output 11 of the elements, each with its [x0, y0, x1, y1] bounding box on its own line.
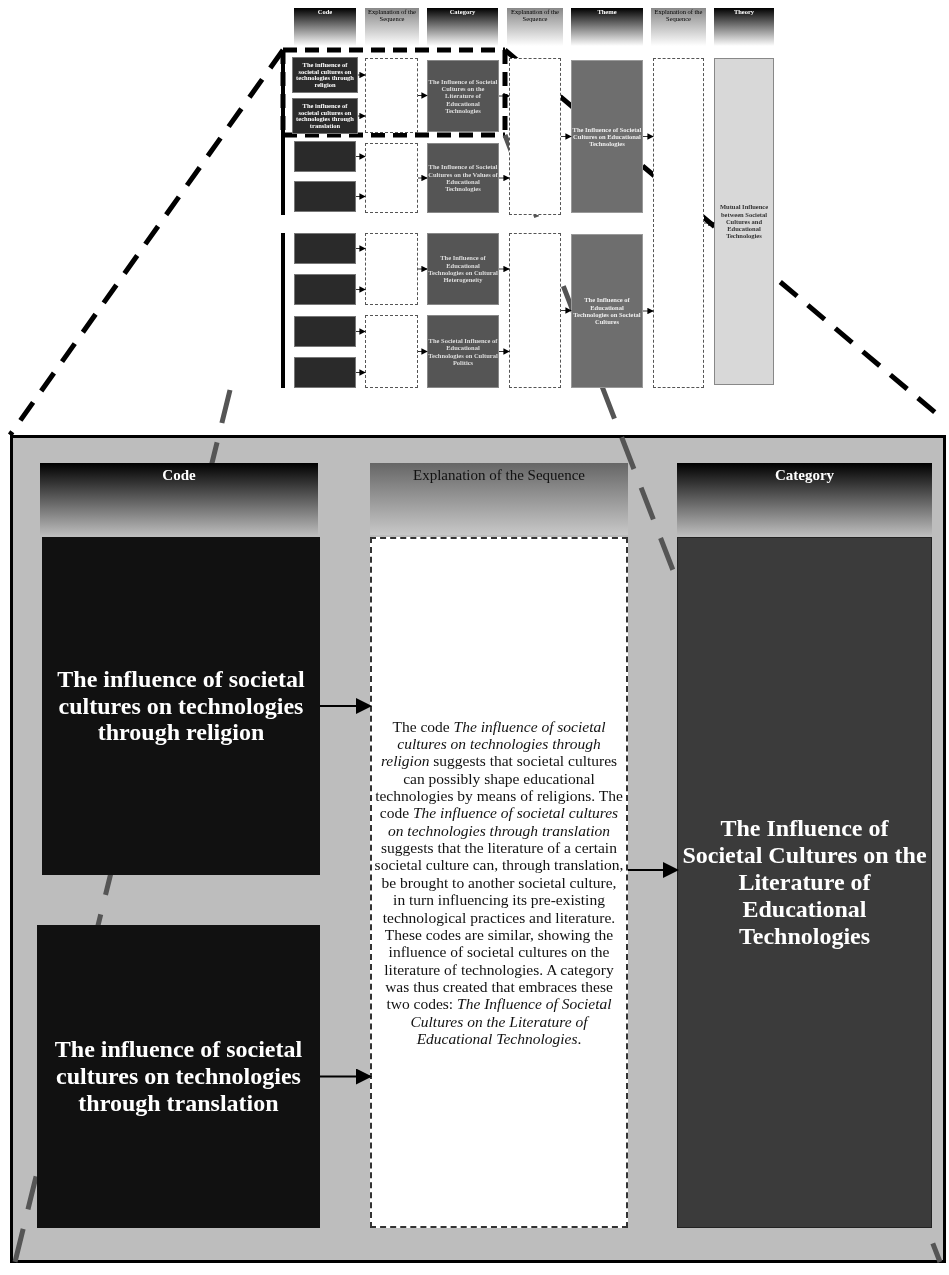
column-header [714, 8, 774, 46]
column-header [571, 8, 643, 46]
column-header [507, 8, 563, 46]
arrow [357, 112, 366, 120]
explanation-box [365, 58, 418, 133]
column-header [427, 8, 498, 46]
category-box [427, 60, 499, 132]
column-header [651, 8, 706, 46]
arrow [357, 71, 366, 79]
column-header [365, 8, 419, 46]
column-header [294, 8, 356, 46]
